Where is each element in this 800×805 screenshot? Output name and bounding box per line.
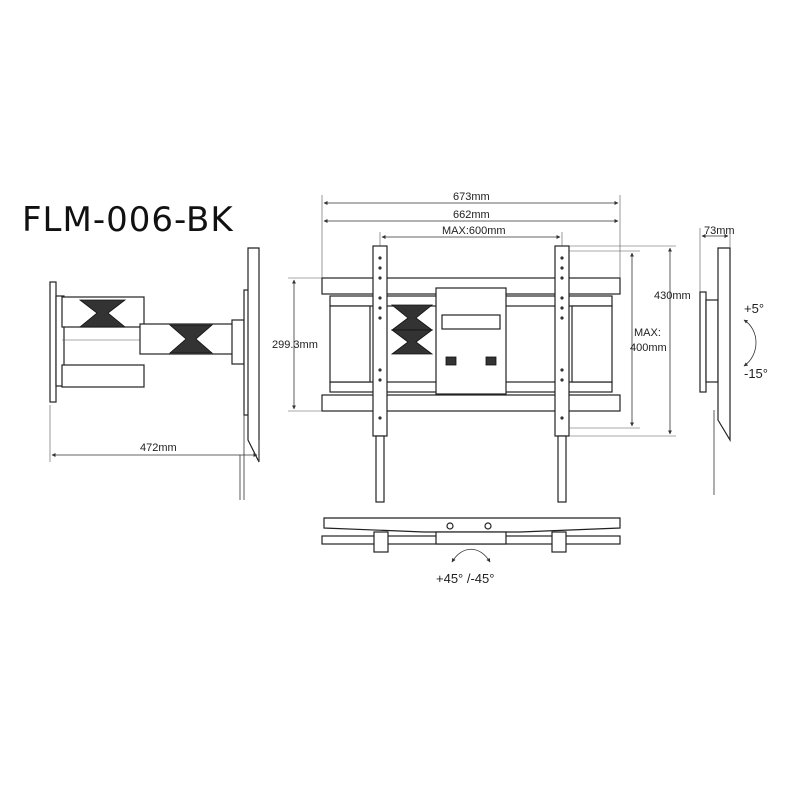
dim-inner-width: 662mm: [453, 209, 490, 221]
arm-brace-2: [168, 324, 214, 354]
bottom-rail: [321, 394, 621, 412]
arm-brace-front-2: [390, 329, 434, 355]
wall-mount-plate: [435, 287, 507, 395]
dim-overall-width: 673mm: [453, 191, 490, 203]
vertical-bracket-right: [554, 245, 570, 503]
model-title: FLM-006-BK: [22, 200, 234, 240]
side-view-tilt: 73mm +5° -15°: [699, 225, 768, 495]
arm-brace-front-1: [390, 304, 434, 331]
tilt-arc: [743, 319, 757, 367]
vertical-bracket-left: [372, 245, 388, 503]
tilt-up-label: +5°: [744, 301, 764, 316]
tv-side: [247, 247, 260, 463]
wall-plate-side: [49, 281, 57, 403]
dim-plate-height: 299.3mm: [272, 339, 318, 351]
dim-vesa-height-label: MAX:: [634, 327, 661, 339]
top-view: +45° /-45°: [321, 517, 621, 586]
wall-plate-folded: [699, 291, 707, 393]
tv-top-outline: [323, 517, 621, 533]
dim-min-depth: 73mm: [704, 225, 735, 237]
tv-side-folded: [717, 247, 731, 443]
arm-brace-1: [78, 299, 127, 328]
swivel-label: +45° /-45°: [436, 571, 494, 586]
dim-vesa-width: MAX:600mm: [442, 225, 506, 237]
dim-extended-depth: 472mm: [140, 442, 177, 454]
dim-vesa-height-value: 400mm: [630, 342, 667, 354]
side-view-extended: 472mm: [49, 247, 260, 500]
front-view: 673mm 662mm MAX:600mm 299.3mm MAX: 400mm…: [272, 191, 691, 503]
tilt-down-label: -15°: [744, 366, 768, 381]
dim-arm-height: 430mm: [654, 290, 691, 302]
swivel-arc: [451, 548, 491, 563]
